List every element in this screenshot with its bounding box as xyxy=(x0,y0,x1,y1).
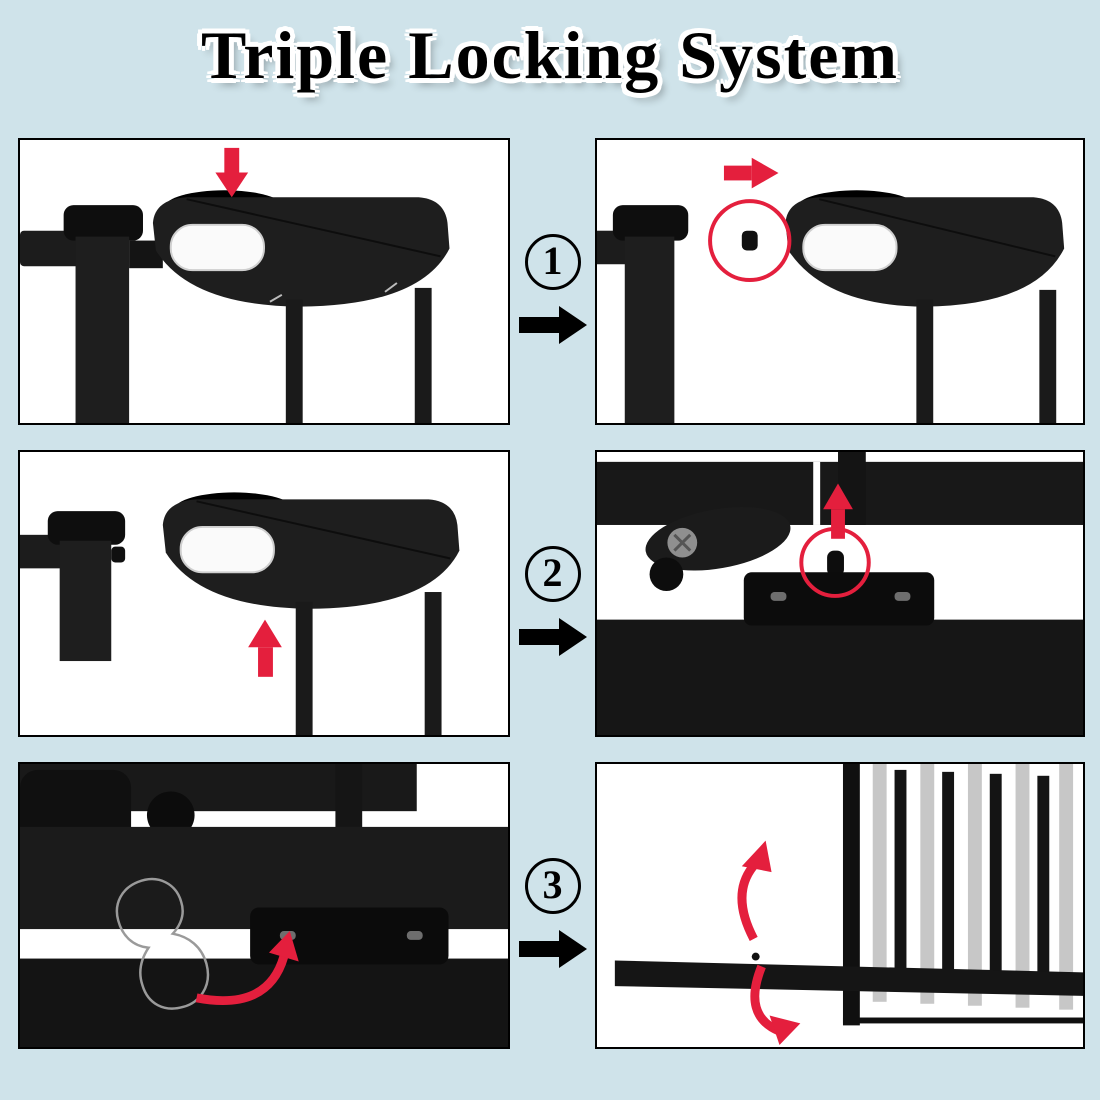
press-handle-down-illustration xyxy=(20,147,450,423)
page-title: Triple Locking System xyxy=(200,17,900,93)
lift-handle-up-illustration xyxy=(20,492,460,735)
floor-latch-rotate-illustration xyxy=(20,764,508,1047)
bottom-latch-pin-illustration xyxy=(597,452,1083,735)
gate-door-bars xyxy=(894,769,1050,977)
step-1-number-badge: 1 xyxy=(524,233,581,290)
step-3-after-panel xyxy=(595,762,1085,1049)
latch-lever-outline xyxy=(115,877,210,1010)
step-1-connector: 1 xyxy=(510,138,595,425)
latch-lever xyxy=(645,507,791,592)
lift-up-arrow-icon xyxy=(248,619,282,677)
next-arrow-icon xyxy=(518,305,587,344)
rotate-arrow-icon xyxy=(195,931,299,1006)
highlight-circle-icon xyxy=(708,199,792,282)
step-3-number-badge: 3 xyxy=(524,857,581,914)
slide-safety-latch-illustration xyxy=(597,157,1065,423)
step-3-before-panel xyxy=(18,762,510,1049)
step-2-after-panel xyxy=(595,450,1085,737)
gate-swings-open-illustration xyxy=(614,764,1083,1046)
step-2-row: 2 xyxy=(18,450,1085,737)
step-1-number: 1 xyxy=(542,237,563,283)
step-2-before-panel xyxy=(18,450,510,737)
next-arrow-icon xyxy=(518,929,587,968)
fixed-gate-bars xyxy=(872,764,1074,1010)
step-2-number: 2 xyxy=(542,549,563,595)
swing-open-arrow-icon xyxy=(737,840,772,941)
step-1-row: 1 xyxy=(18,138,1085,425)
swing-close-arrow-icon xyxy=(750,964,801,1046)
step-2-connector: 2 xyxy=(510,450,595,737)
step-3-row: 3 xyxy=(18,762,1085,1049)
step-1-after-panel xyxy=(595,138,1085,425)
step-1-before-panel xyxy=(18,138,510,425)
next-arrow-icon xyxy=(518,617,587,656)
step-3-number: 3 xyxy=(542,861,563,907)
step-3-connector: 3 xyxy=(510,762,595,1049)
slide-right-arrow-icon xyxy=(723,157,779,189)
press-down-arrow-icon xyxy=(215,147,249,198)
step-2-number-badge: 2 xyxy=(524,545,581,602)
highlight-circle-icon xyxy=(799,526,871,598)
steps-grid: 1 xyxy=(18,138,1085,1074)
